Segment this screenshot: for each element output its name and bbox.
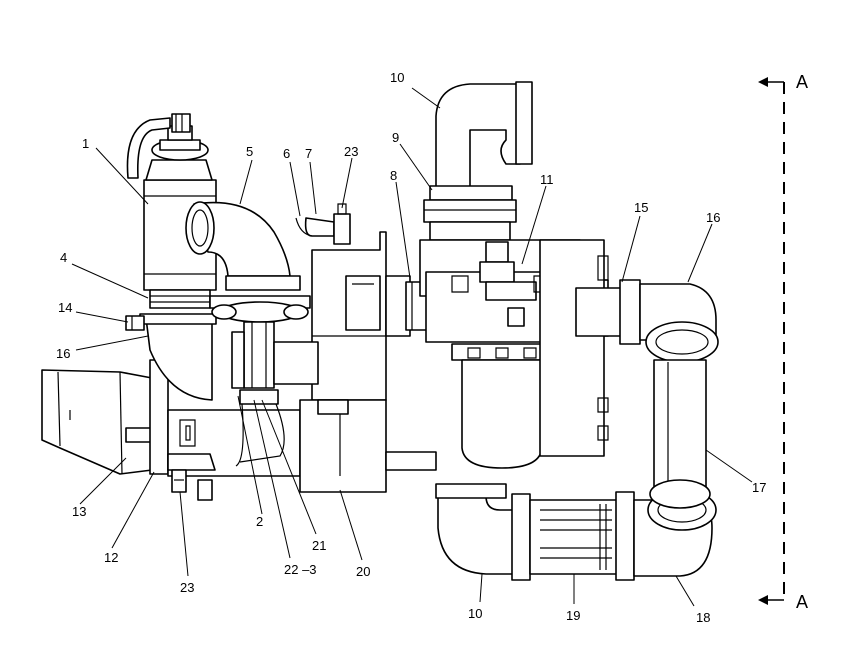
callout-1: 1	[82, 136, 89, 151]
callout-12: 12	[104, 550, 118, 565]
left-inlet-pipe	[41, 369, 157, 475]
right-loop	[575, 279, 719, 509]
callout-17: 17	[752, 480, 766, 495]
callout-16-right: 16	[706, 210, 720, 225]
valve-block-11	[385, 239, 609, 471]
callout-14: 14	[58, 300, 72, 315]
callout-23-bottom: 23	[180, 580, 194, 595]
callout-5: 5	[246, 144, 253, 159]
callout-4: 4	[60, 250, 67, 265]
callout-13: 13	[72, 504, 86, 519]
elbow-10-top	[423, 81, 533, 241]
section-label-bottom: A	[796, 592, 808, 612]
callout-6: 6	[283, 146, 290, 161]
callout-19: 19	[566, 608, 580, 623]
callouts: 1 5 6 7 23 10 9 8 11 15 16 4 14 16 13 12…	[56, 70, 808, 625]
callout-18: 18	[696, 610, 710, 625]
callout-8: 8	[390, 168, 397, 183]
callout-10-top: 10	[390, 70, 404, 85]
section-label-top: A	[796, 72, 808, 92]
callout-22-3: 22 –3	[284, 562, 317, 577]
callout-15: 15	[634, 200, 648, 215]
leader-lines	[71, 87, 753, 607]
center-stack	[209, 295, 311, 467]
left-body	[149, 359, 301, 501]
elbow-5	[185, 201, 301, 291]
section-line	[758, 77, 785, 605]
callout-2: 2	[256, 514, 263, 529]
callout-16-left: 16	[56, 346, 70, 361]
callout-7: 7	[305, 146, 312, 161]
callout-23-top: 23	[344, 144, 358, 159]
callout-20: 20	[356, 564, 370, 579]
callout-10-bottom: 10	[468, 606, 482, 621]
callout-21: 21	[312, 538, 326, 553]
elbow-4	[125, 313, 217, 401]
callout-11: 11	[540, 172, 554, 187]
valve-housing	[273, 203, 387, 493]
callout-9: 9	[392, 130, 399, 145]
